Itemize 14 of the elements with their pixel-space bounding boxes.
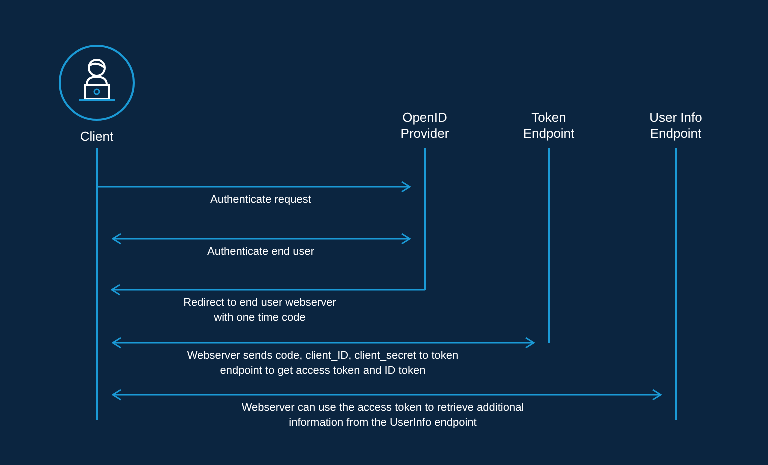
participant-label: Client — [80, 129, 114, 145]
participant-label: Token Endpoint — [522, 110, 576, 142]
message-arrow — [111, 284, 425, 296]
message-label: Webserver sends code, client_ID, client_secret to token endpoint to get access token and ID token — [186, 349, 460, 379]
message-label: Webserver can use the access token to retrieve additional information from the UserInfo endpoint — [240, 401, 526, 431]
message-label: Redirect to end user webserver with one time code — [182, 296, 338, 326]
message-arrow — [112, 389, 662, 401]
message-arrow — [112, 337, 535, 349]
message-label: Authenticate request — [210, 193, 312, 208]
participant-label: OpenID Provider — [400, 110, 450, 142]
message-arrow — [97, 181, 411, 193]
message-label: Authenticate end user — [206, 245, 316, 260]
participant-label: User Info Endpoint — [648, 110, 704, 142]
message-arrow — [112, 233, 411, 245]
